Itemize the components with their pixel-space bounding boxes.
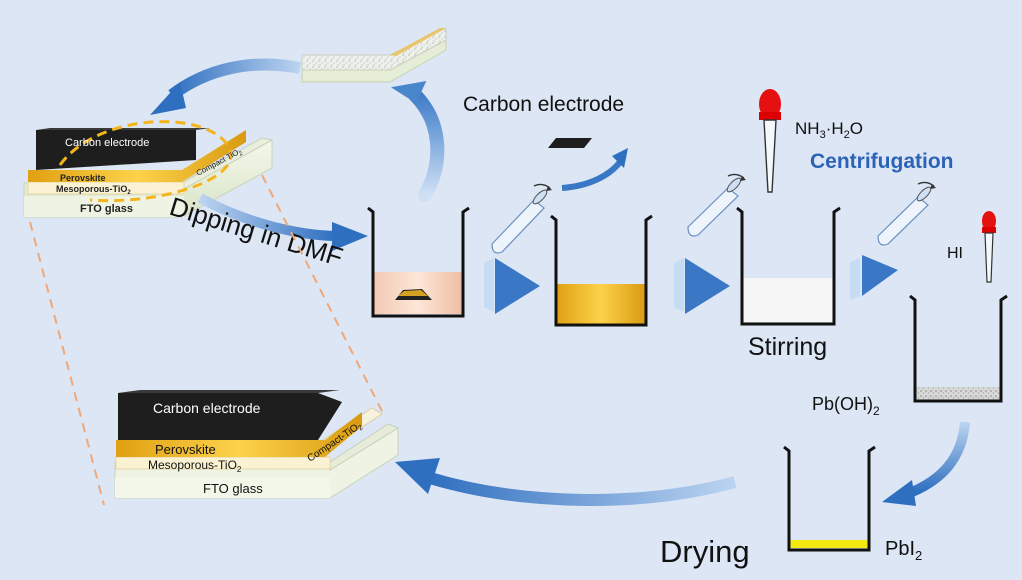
- tube-icon: [687, 187, 739, 237]
- beaker-icon: [783, 445, 876, 552]
- bottom-carbon-layer: [118, 393, 342, 440]
- svg-text:Mesoporous-TiO2: Mesoporous-TiO2: [148, 458, 242, 474]
- beaker-icon: [367, 206, 470, 318]
- top-label-fto: FTO glass: [80, 203, 133, 215]
- tube-icon: [877, 196, 929, 246]
- beaker-2: [550, 214, 653, 327]
- beaker-1: [367, 206, 470, 318]
- drying-label: Drying: [660, 534, 750, 569]
- top-highlight-ellipse: [58, 120, 233, 203]
- bottom-perovskite-layer: [116, 412, 362, 457]
- carbon-electrode-removed: [548, 138, 628, 191]
- bottom-label-perovskite: Perovskite: [155, 442, 216, 457]
- tube-2: [687, 173, 746, 237]
- bottom-label-carbon: Carbon electrode: [153, 400, 261, 416]
- bottom-label-meso: Mesoporous-TiO: [148, 458, 237, 472]
- dropper-nh3: [759, 89, 781, 193]
- return-arrow: [395, 458, 737, 506]
- pboh-label: Pb(OH): [812, 394, 873, 414]
- bottom-label-fto: FTO glass: [203, 481, 263, 496]
- dropper-icon: [759, 89, 781, 119]
- top-carbon-layer: [36, 130, 196, 170]
- svg-text:Pb(OH)2: Pb(OH)2: [812, 394, 880, 418]
- tube-icon: [491, 199, 545, 254]
- top-device: Carbon electrode Perovskite Mesoporous-T…: [23, 120, 274, 218]
- svg-text:NH3·H2O: NH3·H2O: [795, 119, 863, 141]
- dipping-arrow: [197, 193, 368, 251]
- beaker-icon: [909, 294, 1008, 403]
- top-label-perovskite: Perovskite: [60, 173, 106, 183]
- centrifugation-label: Centrifugation: [810, 150, 953, 173]
- carbon-electrode-label: Carbon electrode: [463, 93, 624, 116]
- beaker-icon: [550, 214, 653, 327]
- beaker-5: [783, 445, 876, 552]
- dropper-hi: [982, 211, 996, 283]
- step-arrow-1: [484, 258, 540, 314]
- top-label-meso: Mesoporous-TiO: [56, 184, 127, 194]
- top-perovskite-layer: [28, 130, 246, 182]
- step-arrow-2: [674, 258, 730, 314]
- dropper-icon: [982, 211, 996, 231]
- pbi2-label: PbI: [885, 538, 915, 560]
- top-fto-front: [24, 196, 184, 217]
- recycle-arrow: [150, 58, 445, 202]
- svg-text:Mesoporous-TiO2: Mesoporous-TiO2: [56, 184, 131, 196]
- hi-label: HI: [947, 245, 963, 262]
- step-arrow-3: [850, 255, 898, 300]
- stirring-label: Stirring: [748, 333, 827, 361]
- bottom-device: Carbon electrode Perovskite Mesoporous-T…: [114, 390, 400, 499]
- svg-text:PbI2: PbI2: [885, 538, 922, 563]
- beaker-4: [909, 294, 1008, 403]
- bottom-fto-layer: [115, 477, 330, 498]
- zoom-guides: [29, 174, 385, 506]
- recycled-substrate: [301, 27, 447, 83]
- tube-3: [877, 181, 936, 246]
- tube-1: [491, 183, 552, 254]
- top-label-carbon: Carbon electrode: [65, 137, 149, 149]
- beaker-icon: [736, 206, 841, 326]
- arrow-to-drying: [882, 421, 970, 506]
- beaker-3: [736, 206, 841, 326]
